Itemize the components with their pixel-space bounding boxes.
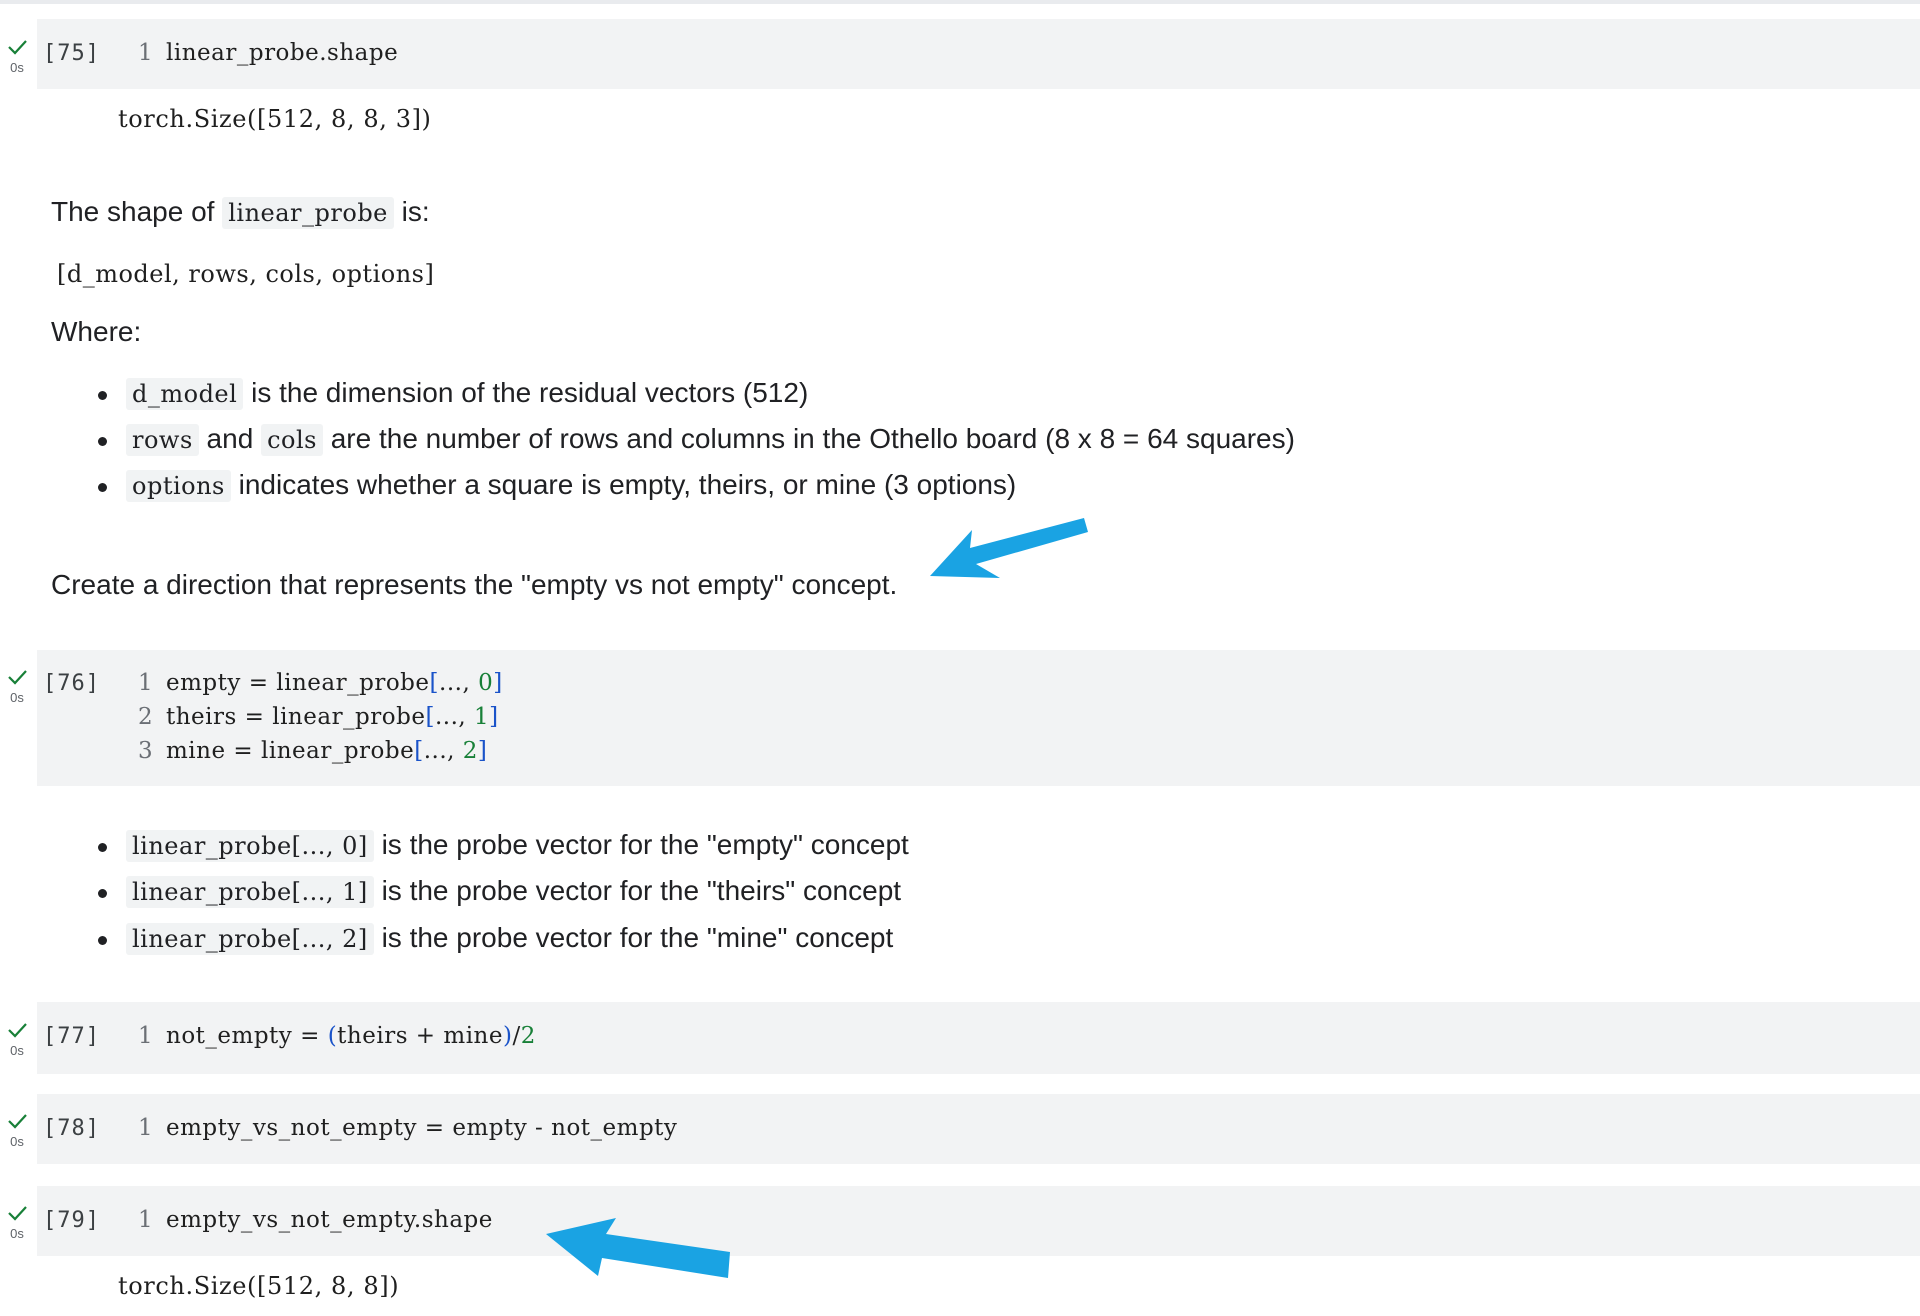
code-text: empty_vs_not_empty = empty - not_empty <box>166 1115 678 1141</box>
bullet <box>98 936 107 945</box>
bracket: ] <box>489 704 499 730</box>
number-literal: 1 <box>474 704 490 730</box>
bullet <box>98 483 107 492</box>
text: is: <box>393 196 430 227</box>
cell-output: torch.Size([512, 8, 8, 3]) <box>118 105 432 133</box>
execution-count[interactable]: [75] <box>43 41 100 66</box>
paren: ) <box>502 1023 513 1049</box>
shape-description: The shape of linear_probe is: <box>51 196 430 229</box>
number-literal: 0 <box>478 670 494 696</box>
checkmark-icon <box>8 40 27 55</box>
code-line[interactable]: 1 empty_vs_not_empty = empty - not_empty <box>138 1115 677 1141</box>
line-number: 1 <box>138 1115 154 1141</box>
text: The shape of <box>51 196 223 227</box>
execution-count[interactable]: [77] <box>43 1024 100 1049</box>
line-number: 1 <box>138 670 154 696</box>
top-divider <box>0 0 1920 4</box>
run-duration: 0s <box>10 1226 24 1241</box>
list-item: linear_probe[..., 0] is the probe vector… <box>126 829 909 862</box>
execution-count[interactable]: [76] <box>43 671 100 696</box>
code-text: empty_vs_not_empty.shape <box>166 1207 493 1233</box>
list-item: d_model is the dimension of the residual… <box>126 377 809 410</box>
run-duration: 0s <box>10 1043 24 1058</box>
code-line[interactable]: 2 theirs = linear_probe[..., 1] <box>138 704 499 730</box>
text: is the probe vector for the "theirs" con… <box>373 875 902 906</box>
paren: ( <box>327 1023 338 1049</box>
list-item: linear_probe[..., 2] is the probe vector… <box>126 922 894 955</box>
number-literal: 2 <box>462 738 478 764</box>
line-number: 3 <box>138 738 154 764</box>
annotation-arrow-icon <box>546 1218 730 1278</box>
checkmark-icon <box>8 670 27 685</box>
code-text: theirs = linear_probe <box>166 704 426 730</box>
inline-code: cols <box>261 424 323 456</box>
inline-code: d_model <box>126 378 244 410</box>
code-text: mine = linear_probe <box>166 738 415 764</box>
run-duration: 0s <box>10 60 24 75</box>
code-text: ..., <box>439 670 479 696</box>
code-cell-76[interactable] <box>37 650 1920 786</box>
line-number: 1 <box>138 40 154 66</box>
code-cell-77[interactable] <box>37 1002 1920 1074</box>
code-line[interactable]: 1 empty = linear_probe[..., 0] <box>138 670 503 696</box>
shape-code-block: [d_model, rows, cols, options] <box>57 260 435 288</box>
code-text: ..., <box>423 738 463 764</box>
code-text: empty = linear_probe <box>166 670 430 696</box>
line-number: 1 <box>138 1207 154 1233</box>
code-text: theirs + mine <box>337 1023 503 1049</box>
text: is the probe vector for the "mine" conce… <box>373 922 894 953</box>
code-line[interactable]: 1 not_empty = (theirs + mine)/2 <box>138 1023 536 1049</box>
run-duration: 0s <box>10 690 24 705</box>
text: is the dimension of the residual vectors… <box>243 377 809 408</box>
bracket: [ <box>425 704 435 730</box>
where-label: Where: <box>51 316 142 347</box>
bullet <box>98 843 107 852</box>
list-item: options indicates whether a square is em… <box>126 469 1017 502</box>
bullet <box>98 889 107 898</box>
inline-code: options <box>126 470 231 502</box>
code-text: / <box>512 1023 521 1049</box>
bracket: [ <box>429 670 440 696</box>
execution-count[interactable]: [79] <box>43 1208 100 1233</box>
text: indicates whether a square is empty, the… <box>230 469 1017 500</box>
bracket: ] <box>477 738 488 764</box>
checkmark-icon <box>8 1206 27 1221</box>
run-duration: 0s <box>10 1134 24 1149</box>
code-cell-75[interactable] <box>37 19 1920 89</box>
bullet <box>98 437 107 446</box>
text: are the number of rows and columns in th… <box>322 423 1295 454</box>
cell-output: torch.Size([512, 8, 8]) <box>118 1272 400 1300</box>
execution-count[interactable]: [78] <box>43 1116 100 1141</box>
code-text: linear_probe.shape <box>166 40 399 66</box>
list-item: rows and cols are the number of rows and… <box>126 423 1295 456</box>
line-number: 2 <box>138 704 154 730</box>
inline-code: linear_probe <box>222 197 394 229</box>
bullet <box>98 391 107 400</box>
code-cell-79[interactable] <box>37 1186 1920 1256</box>
annotation-arrow-icon <box>930 518 1088 578</box>
inline-code: rows <box>126 424 199 456</box>
inline-code: linear_probe[..., 0] <box>126 830 374 862</box>
checkmark-icon <box>8 1023 27 1038</box>
code-text: ..., <box>434 704 475 730</box>
code-line[interactable]: 3 mine = linear_probe[..., 2] <box>138 738 487 764</box>
code-line[interactable]: 1 empty_vs_not_empty.shape <box>138 1207 493 1233</box>
number-literal: 2 <box>520 1023 536 1049</box>
bracket: ] <box>493 670 503 696</box>
inline-code: linear_probe[..., 1] <box>126 876 374 908</box>
code-cell-78[interactable] <box>37 1094 1920 1164</box>
text: and <box>198 423 262 454</box>
inline-code: linear_probe[..., 2] <box>126 923 374 955</box>
code-text: not_empty = <box>166 1023 328 1049</box>
line-number: 1 <box>138 1023 154 1049</box>
code-line[interactable]: 1 linear_probe.shape <box>138 40 398 66</box>
text: is the probe vector for the "empty" conc… <box>373 829 909 860</box>
bracket: [ <box>414 738 424 764</box>
list-item: linear_probe[..., 1] is the probe vector… <box>126 875 902 908</box>
direction-instruction: Create a direction that represents the "… <box>51 569 898 600</box>
checkmark-icon <box>8 1114 27 1129</box>
